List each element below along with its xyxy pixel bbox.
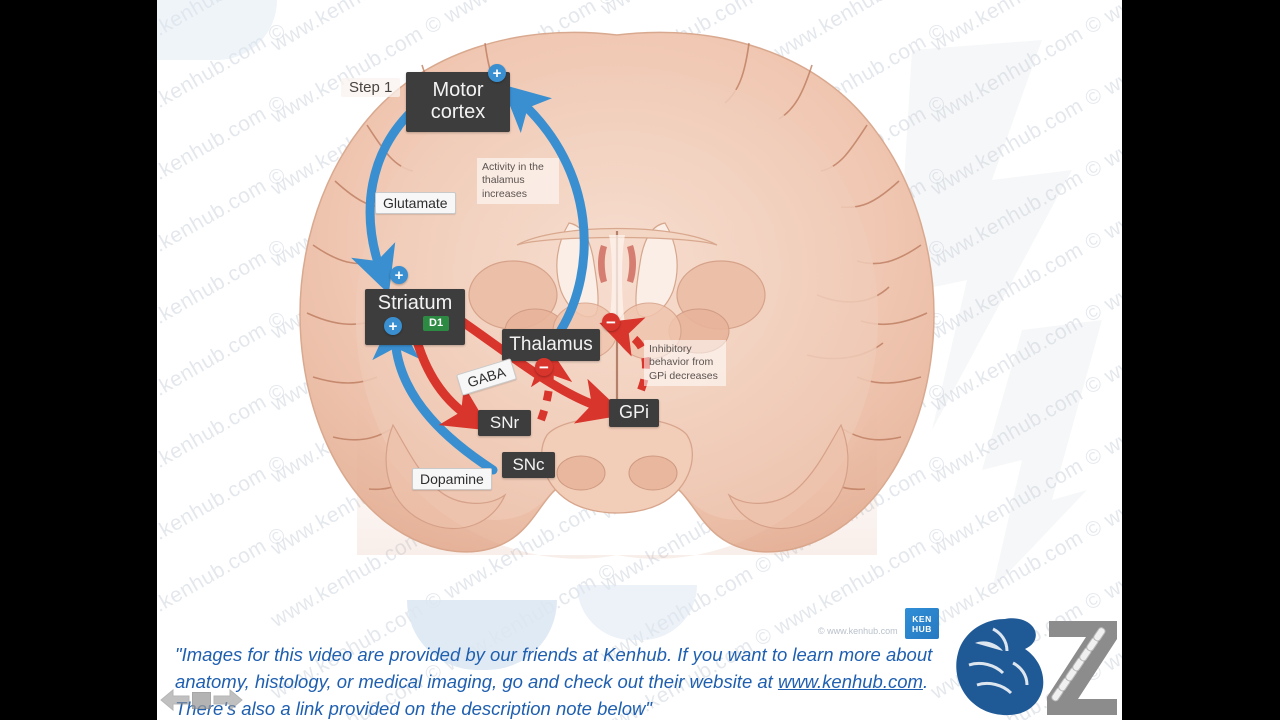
label-snr[interactable]: SNr (478, 410, 531, 436)
z-letter-glyph (1047, 621, 1117, 715)
label-motor-cortex[interactable]: Motor cortex (406, 72, 510, 132)
label-striatum[interactable]: Striatum (365, 289, 465, 345)
label-gpi[interactable]: GPi (609, 399, 659, 427)
slide-canvas: www.kenhub.com © www.kenhub.com © www.ke… (157, 0, 1122, 720)
arrow-gpi-to-thalamus-dashed (599, 317, 650, 392)
pathway-arrows-overlay (351, 84, 650, 475)
label-snc[interactable]: SNc (502, 452, 555, 478)
caption-line-2-prefix: anatomy, histology, or medical imaging, … (175, 671, 778, 692)
step-label: Step 1 (341, 78, 401, 97)
stop-slideshow-button[interactable] (192, 691, 211, 709)
minus-badge-thalamus-midline: − (535, 358, 553, 376)
label-glutamate: Glutamate (375, 192, 456, 214)
arrow-cortex-to-striatum (351, 107, 416, 295)
caption-text: "Images for this video are provided by o… (175, 641, 970, 720)
label-thalamus[interactable]: Thalamus (502, 329, 600, 361)
kenhub-logo-line2: HUB (912, 623, 932, 634)
kenhub-credit-text: © www.kenhub.com (818, 626, 898, 636)
arrow-snr-to-thalamus-dashed (530, 343, 573, 422)
plus-badge-striatum-top: + (390, 266, 408, 284)
brain-z-logo (956, 618, 1117, 716)
kenhub-logo-line1: KEN (912, 613, 932, 624)
annotation-gpi-inhibition: Inhibitory behavior from GPi decreases (644, 340, 726, 387)
caption-line-2-suffix: . (922, 671, 929, 692)
plus-badge-striatum-bottom: + (384, 317, 402, 335)
slideshow-navigation[interactable] (160, 688, 243, 712)
caption-line-1: "Images for this video are provided by o… (175, 644, 933, 665)
previous-slide-arrow-icon[interactable] (160, 688, 190, 712)
kenhub-logo: KEN HUB (905, 608, 939, 639)
letterbox-left (0, 0, 157, 720)
letterbox-right (1122, 0, 1280, 720)
kenhub-website-link[interactable]: www.kenhub.com (777, 671, 923, 692)
plus-badge-motor-cortex: + (488, 64, 506, 82)
annotation-thalamus-activity: Activity in the thalamus increases (477, 158, 559, 205)
minus-badge-gpi-thalamus: − (602, 313, 620, 331)
label-dopamine: Dopamine (412, 468, 492, 490)
arrow-snc-to-striatum (372, 312, 498, 475)
caption-line-3: There's also a link provided on the desc… (175, 698, 652, 719)
ghost-logo-watermark (897, 40, 1102, 590)
spine-glyph-icon (1051, 627, 1106, 702)
arrow-thalamus-to-cortex (501, 84, 589, 335)
receptor-badge-d1: D1 (423, 316, 450, 331)
arrow-striatum-to-snr (410, 329, 491, 431)
next-slide-arrow-icon[interactable] (213, 688, 243, 712)
